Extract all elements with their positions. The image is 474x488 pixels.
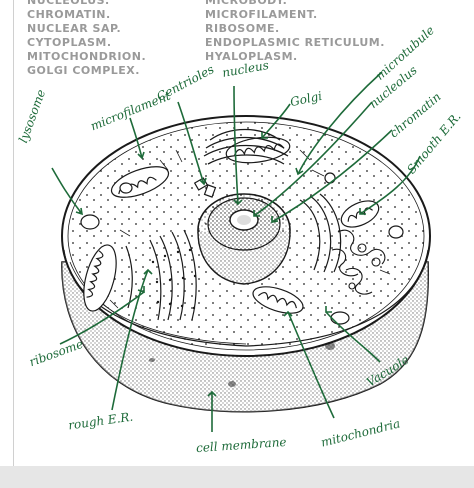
printed-terms-left: NUCLEOLUS. CHROMATIN. NUCLEAR SAP. CYTOP… [27, 0, 146, 78]
leader-lysosome [51, 167, 83, 215]
page-edge-line [13, 0, 14, 466]
term-ribosome: RIBOSOME. [205, 22, 280, 35]
leader-nucleolus [253, 101, 373, 217]
golgi-right [299, 193, 342, 273]
leader-vacuole [325, 311, 381, 363]
leader-rough-er [111, 269, 149, 411]
term-endoplasmic-reticulum: ENDOPLASMIC RETICULUM. [205, 36, 385, 49]
leader-nucleus [233, 85, 239, 205]
leader-centrioles [177, 101, 205, 185]
leader-smooth-er [359, 155, 421, 215]
membrane-pits [149, 342, 335, 387]
mitochondrion-top [225, 136, 291, 164]
term-microbody: MICROBODY. [205, 0, 288, 7]
term-golgi-complex: GOLGI COMPLEX. [27, 64, 140, 77]
leader-microtubule [297, 71, 383, 175]
term-nucleolus: NUCLEOLUS. [27, 0, 110, 7]
annotation-leaders [51, 71, 421, 432]
annotation-arrowheads [75, 132, 366, 397]
smooth-er [331, 229, 386, 295]
term-nuclear-sap: NUCLEAR SAP. [27, 22, 122, 35]
term-chromatin: CHROMATIN. [27, 8, 111, 21]
leader-microfilament [129, 117, 143, 159]
leader-mitochondria [287, 311, 335, 419]
printed-terms-right: MICROBODY. MICROFILAMENT. RIBOSOME. ENDO… [205, 0, 385, 64]
microfilaments [109, 149, 391, 309]
nucleolus [229, 209, 259, 231]
golgi-complex [203, 128, 289, 165]
term-hyaloplasm: HYALOPLASM. [205, 50, 298, 63]
rough-er-ribosomes [151, 248, 197, 310]
rough-er-left [125, 229, 197, 321]
term-microfilament: MICROFILAMENT. [205, 8, 318, 21]
leader-golgi [261, 103, 291, 139]
mitochondrion-left-lower [83, 244, 117, 312]
term-cytoplasm: CYTOPLASM. [27, 36, 112, 49]
mitochondrion-bottom [252, 286, 304, 314]
leader-ribosome [59, 291, 145, 345]
leader-chromatin [271, 129, 393, 223]
term-mitochondrion: MITOCHONDRION. [27, 50, 147, 63]
animal-cell-diagram [51, 71, 431, 432]
bottom-margin-strip [0, 466, 474, 488]
